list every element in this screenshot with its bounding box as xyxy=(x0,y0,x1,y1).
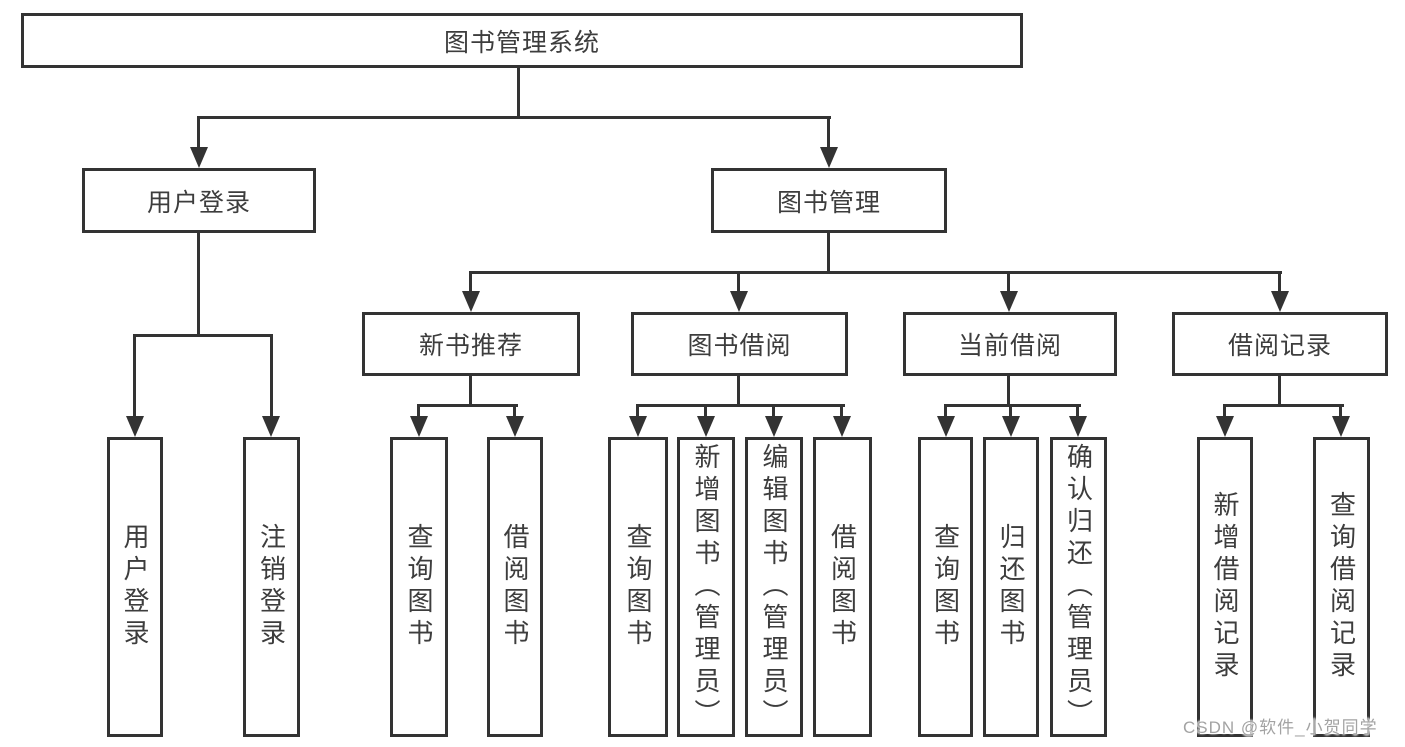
leaf-label: 用户登录 xyxy=(120,523,150,651)
arrowhead xyxy=(833,416,851,437)
connector xyxy=(827,116,830,149)
node-new-book-recommend: 新书推荐 xyxy=(362,312,580,376)
leaf-label: 确认归还（管理员） xyxy=(1063,443,1094,731)
connector xyxy=(636,404,639,418)
arrowhead xyxy=(1000,291,1018,312)
connector xyxy=(197,116,200,149)
leaf-label: 查询图书 xyxy=(930,523,961,651)
arrowhead xyxy=(506,416,524,437)
watermark: CSDN @软件_小贺同学 xyxy=(1183,718,1378,737)
connector xyxy=(1007,271,1010,293)
connector xyxy=(469,271,472,293)
connector xyxy=(636,404,845,407)
leaf-query-borrow-record: 查询借阅记录 xyxy=(1313,437,1370,737)
connector xyxy=(704,404,707,418)
node-label: 当前借阅 xyxy=(957,332,1062,360)
connector xyxy=(417,404,420,418)
arrowhead xyxy=(730,291,748,312)
leaf-label: 新增借阅记录 xyxy=(1210,491,1240,683)
leaf-label: 借阅图书 xyxy=(827,523,858,651)
arrowhead xyxy=(1002,416,1020,437)
connector xyxy=(827,233,830,274)
arrowhead xyxy=(937,416,955,437)
arrowhead xyxy=(190,147,208,168)
connector xyxy=(737,271,740,293)
connector xyxy=(417,404,518,407)
node-library-system: 图书管理系统 xyxy=(21,13,1023,68)
node-book-borrow: 图书借阅 xyxy=(631,312,848,376)
connector xyxy=(944,404,1081,407)
connector xyxy=(840,404,843,418)
leaf-label: 归还图书 xyxy=(996,523,1026,651)
arrowhead xyxy=(765,416,783,437)
connector xyxy=(1278,271,1281,293)
arrowhead xyxy=(697,416,715,437)
connector xyxy=(1076,404,1079,418)
arrowhead xyxy=(126,416,144,437)
leaf-label: 新增图书（管理员） xyxy=(691,443,721,731)
node-label: 图书管理 xyxy=(776,188,881,217)
connector xyxy=(772,404,775,418)
connector xyxy=(1339,404,1342,418)
connector xyxy=(133,334,273,337)
leaf-add-borrow-record: 新增借阅记录 xyxy=(1197,437,1253,737)
arrowhead xyxy=(410,416,428,437)
leaf-edit-book-admin: 编辑图书（管理员） xyxy=(745,437,803,737)
leaf-user-login: 用户登录 xyxy=(107,437,163,737)
leaf-borrow-books-newbook: 借阅图书 xyxy=(487,437,543,737)
leaf-label: 编辑图书（管理员） xyxy=(759,443,789,731)
node-book-management: 图书管理 xyxy=(711,168,947,233)
leaf-logout: 注销登录 xyxy=(243,437,300,737)
connector xyxy=(517,68,520,118)
connector xyxy=(133,334,136,418)
leaf-query-books-current: 查询图书 xyxy=(918,437,973,737)
connector xyxy=(1007,376,1010,406)
arrowhead xyxy=(262,416,280,437)
leaf-confirm-return-admin: 确认归还（管理员） xyxy=(1050,437,1107,737)
node-borrow-records: 借阅记录 xyxy=(1172,312,1388,376)
connector xyxy=(1009,404,1012,418)
leaf-query-books-borrow: 查询图书 xyxy=(608,437,668,737)
arrowhead xyxy=(1069,416,1087,437)
node-label: 图书借阅 xyxy=(687,332,792,360)
connector xyxy=(944,404,947,418)
node-label: 用户登录 xyxy=(146,188,251,217)
node-label: 新书推荐 xyxy=(418,332,523,360)
node-label: 借阅记录 xyxy=(1227,332,1332,360)
arrowhead xyxy=(462,291,480,312)
leaf-label: 查询图书 xyxy=(404,523,434,651)
connector xyxy=(1278,376,1281,406)
connector xyxy=(197,233,200,336)
leaf-label: 查询图书 xyxy=(623,523,653,651)
connector xyxy=(1223,404,1226,418)
connector xyxy=(513,404,516,418)
connector xyxy=(270,334,273,418)
arrowhead xyxy=(1216,416,1234,437)
leaf-label: 查询借阅记录 xyxy=(1326,491,1357,683)
connector xyxy=(469,376,472,406)
node-current-borrow: 当前借阅 xyxy=(903,312,1117,376)
arrowhead xyxy=(1332,416,1350,437)
leaf-label: 借阅图书 xyxy=(500,523,530,651)
leaf-return-book: 归还图书 xyxy=(983,437,1039,737)
node-user-login: 用户登录 xyxy=(82,168,316,233)
connector xyxy=(1223,404,1344,407)
connector xyxy=(469,271,1282,274)
arrowhead xyxy=(1271,291,1289,312)
connector xyxy=(197,116,831,119)
connector xyxy=(737,376,740,406)
node-label: 图书管理系统 xyxy=(443,28,600,57)
arrowhead xyxy=(820,147,838,168)
leaf-label: 注销登录 xyxy=(256,523,287,651)
leaf-add-book-admin: 新增图书（管理员） xyxy=(677,437,735,737)
leaf-borrow-books: 借阅图书 xyxy=(813,437,872,737)
arrowhead xyxy=(629,416,647,437)
leaf-query-books-newbook: 查询图书 xyxy=(390,437,448,737)
